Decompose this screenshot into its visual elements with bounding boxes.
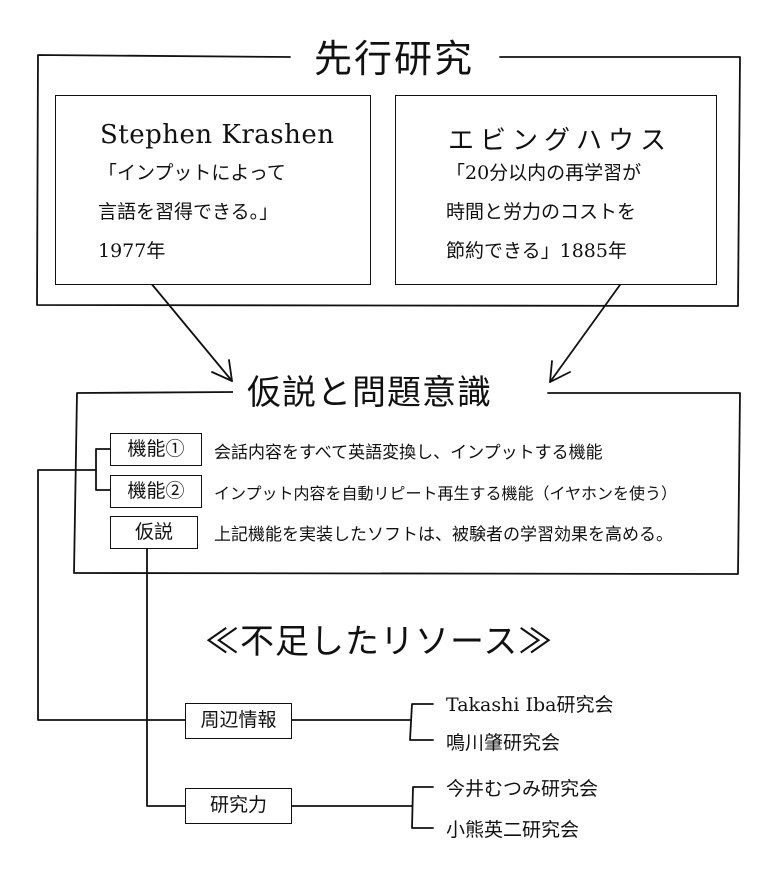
research-card-krashen: Stephen Krashen 「インプットによって 言語を習得できる。」 19… bbox=[55, 95, 371, 285]
prior-research-title: 先行研究 bbox=[300, 28, 489, 83]
feature-2-label: 機能② bbox=[110, 475, 202, 508]
card-line: 言語を習得できる。」 bbox=[98, 201, 279, 223]
card-line: 節約できる」1885年 bbox=[446, 240, 627, 262]
resources-title: ≪不足したリソース≫ bbox=[205, 622, 554, 662]
feature-1-label: 機能① bbox=[110, 433, 202, 466]
hypothesis-text: 上記機能を実装したソフトは、被験者の学習効果を高める。 bbox=[214, 525, 673, 545]
resource-item: 小熊英二研究会 bbox=[446, 819, 580, 841]
card-line: 「インプットによって bbox=[98, 162, 286, 184]
resource-item: 今井むつみ研究会 bbox=[446, 778, 599, 800]
card-name: Stephen Krashen bbox=[100, 120, 335, 150]
feature-1-text: 会話内容をすべて英語変換し、インプットする機能 bbox=[214, 443, 603, 463]
card-name: エビングハウス bbox=[448, 126, 673, 156]
research-card-ebbinghaus: エビングハウス 「20分以内の再学習が 時間と労力のコストを 節約できる」188… bbox=[395, 95, 717, 285]
hypothesis-label: 仮説 bbox=[110, 516, 198, 549]
resource-item: 鳴川肇研究会 bbox=[446, 732, 561, 754]
resource-item: Takashi Iba研究会 bbox=[446, 694, 614, 716]
card-line: 1977年 bbox=[98, 240, 166, 262]
resource-group-label: 研究力 bbox=[185, 788, 292, 824]
hypothesis-title: 仮説と問題意識 bbox=[233, 365, 506, 414]
feature-2-text: インプット内容を自動リピート再生する機能（イヤホンを使う） bbox=[214, 484, 678, 503]
resource-group-label: 周辺情報 bbox=[185, 703, 292, 739]
card-line: 「20分以内の再学習が bbox=[446, 162, 642, 184]
card-line: 時間と労力のコストを bbox=[446, 201, 637, 223]
